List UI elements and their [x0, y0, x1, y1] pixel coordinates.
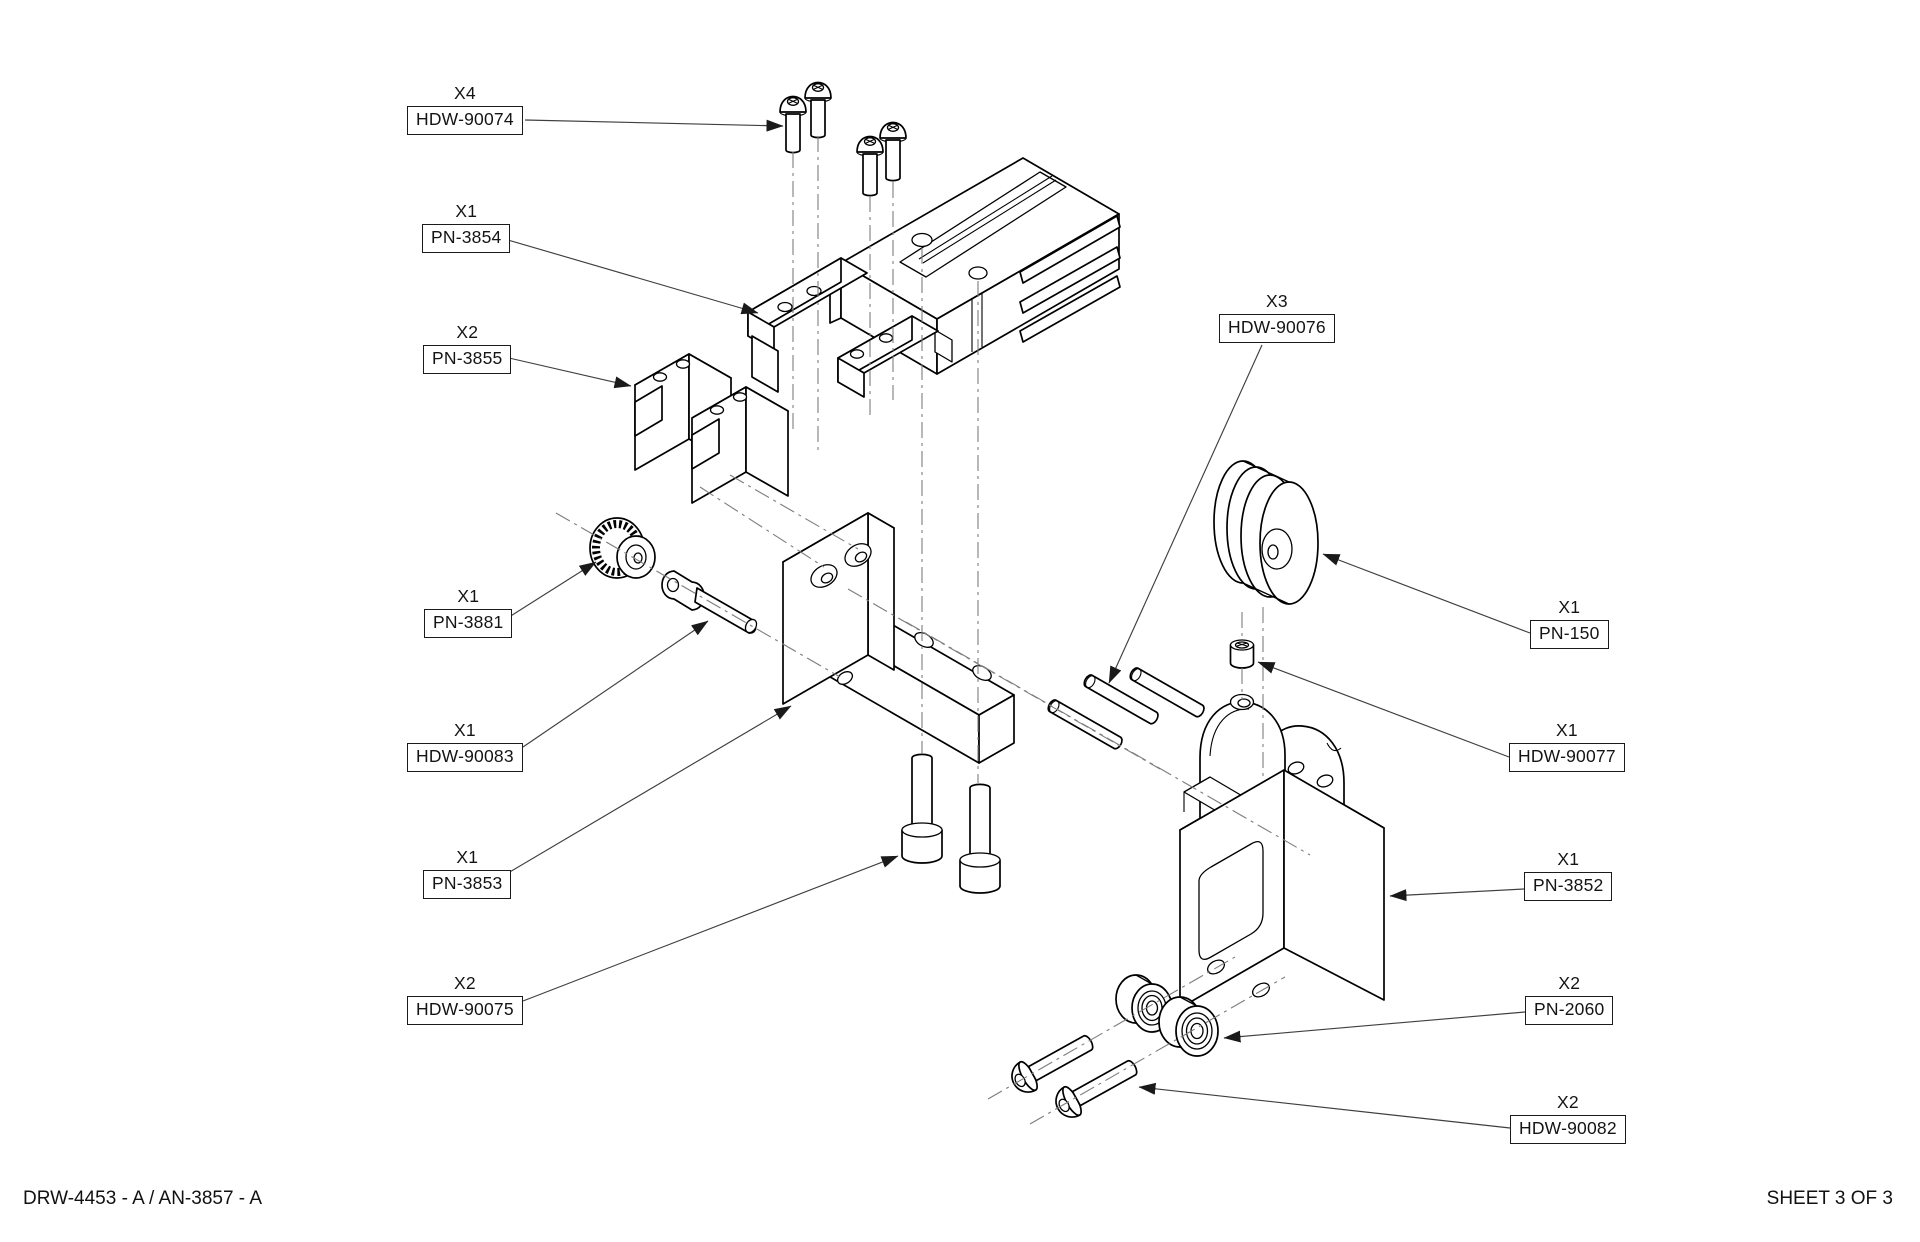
callout-qty: X1: [457, 586, 480, 606]
drawing-number-revision: DRW-4453 - A / AN-3857 - A: [23, 1188, 263, 1209]
callout-hdw-90082: X2 HDW-90082: [1510, 1092, 1626, 1144]
callout-pn-3854: X1 PN-3854: [422, 201, 511, 253]
callout-part-number: PN-3855: [423, 344, 512, 374]
callout-part-number: HDW-90076: [1219, 313, 1335, 343]
callout-part-number: PN-3881: [424, 608, 513, 638]
callout-qty: X1: [1557, 849, 1580, 869]
cap-screws-vertical-drawing: [901, 753, 1001, 894]
callout-part-number: HDW-90075: [407, 995, 523, 1025]
callout-part-number: PN-3852: [1524, 871, 1613, 901]
callout-qty: X1: [1558, 597, 1581, 617]
callout-part-number: PN-150: [1530, 619, 1609, 649]
callout-hdw-90077: X1 HDW-90077: [1509, 720, 1625, 772]
callout-qty: X3: [1265, 291, 1288, 311]
leader-lines: [505, 119, 1531, 1129]
callout-qty: X4: [453, 83, 476, 103]
thumb-nut-drawing: [589, 517, 656, 579]
sheet-number: SHEET 3 OF 3: [1766, 1188, 1893, 1209]
callout-part-number: HDW-90077: [1509, 742, 1625, 772]
callout-pn-3853: X1 PN-3853: [423, 847, 512, 899]
pulley-drawing: [1213, 460, 1319, 605]
button-screws-diagonal-drawing: [1011, 1034, 1138, 1118]
callout-qty: X2: [456, 322, 479, 342]
clamp-blocks-drawing: [634, 353, 789, 504]
callout-qty: X1: [1555, 720, 1578, 740]
button-screws-top-drawing: [779, 81, 907, 197]
callout-part-number: PN-2060: [1525, 995, 1614, 1025]
callout-pn-3855: X2 PN-3855: [423, 322, 512, 374]
callout-hdw-90074: X4 HDW-90074: [407, 83, 523, 135]
centerlines: [555, 136, 1311, 1125]
callout-qty: X1: [456, 847, 479, 867]
callout-part-number: PN-3854: [422, 223, 511, 253]
callout-pn-150: X1 PN-150: [1530, 597, 1609, 649]
callout-part-number: HDW-90082: [1510, 1114, 1626, 1144]
t-bracket-drawing: [782, 512, 1015, 764]
finger-bracket-drawing: [747, 257, 939, 398]
main-bracket-drawing: [1179, 693, 1385, 1009]
callout-part-number: HDW-90074: [407, 105, 523, 135]
callout-hdw-90075: X2 HDW-90075: [407, 973, 523, 1025]
gripper-body-drawing: [829, 157, 1121, 375]
callout-qty: X2: [453, 973, 476, 993]
bearings-drawing: [1115, 974, 1219, 1057]
dowel-pins-drawing: [1047, 667, 1205, 750]
set-screw-drawing: [1229, 639, 1255, 669]
callout-part-number: PN-3853: [423, 869, 512, 899]
callout-qty: X2: [1558, 973, 1581, 993]
callout-qty: X1: [455, 201, 478, 221]
callout-hdw-90076: X3 HDW-90076: [1219, 291, 1335, 343]
callout-qty: X1: [453, 720, 476, 740]
callout-qty: X2: [1556, 1092, 1579, 1112]
callout-part-number: HDW-90083: [407, 742, 523, 772]
callout-pn-3852: X1 PN-3852: [1524, 849, 1613, 901]
callout-hdw-90083: X1 HDW-90083: [407, 720, 523, 772]
callout-pn-2060: X2 PN-2060: [1525, 973, 1614, 1025]
callout-pn-3881: X1 PN-3881: [424, 586, 513, 638]
